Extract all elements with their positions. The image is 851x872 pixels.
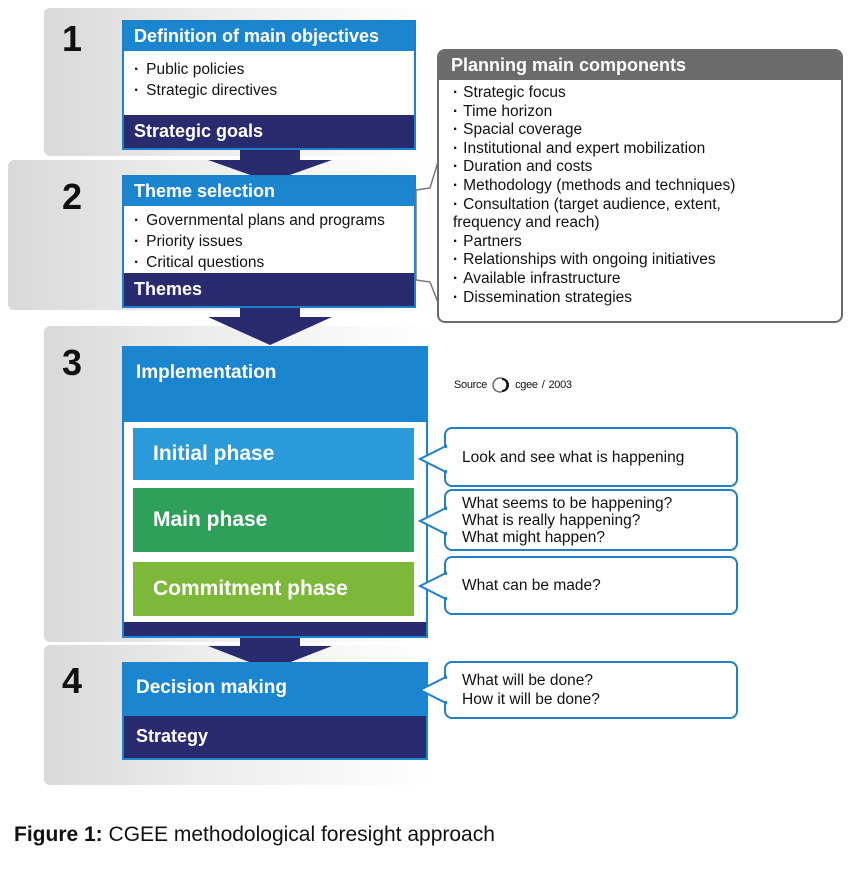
callout-line: What can be made?: [462, 577, 601, 594]
stage-3-number: 3: [62, 342, 83, 383]
component-item-continuation: frequency and reach): [453, 214, 600, 232]
bullet-item: Strategic directives: [134, 80, 404, 101]
component-item: Duration and costs: [453, 158, 829, 177]
theme-bullets: Governmental plans and programs Priority…: [124, 206, 414, 275]
callout-pointer-icon: [418, 675, 448, 705]
objectives-header: Definition of main objectives: [124, 22, 414, 51]
component-item: Relationships with ongoing initiatives: [453, 251, 829, 270]
planning-components-panel: Planning main components Strategic focus…: [437, 49, 843, 323]
source-year: 2003: [548, 379, 572, 391]
callout-line: What might happen?: [462, 528, 606, 546]
themes-footer: Themes: [124, 273, 414, 306]
planning-components-list: Strategic focus Time horizon Spacial cov…: [439, 80, 841, 307]
source-separator-icon: /: [541, 379, 545, 391]
callout-initial: Look and see what is happening: [444, 427, 738, 487]
component-item: Available infrastructure: [453, 270, 829, 289]
source-note: Source cgee / 2003: [454, 376, 572, 394]
callout-line: What seems to be happening?: [462, 494, 673, 512]
strategy-footer: Strategy: [136, 726, 209, 746]
figure-caption-text: CGEE methodological foresight approach: [108, 823, 495, 846]
callout-pointer-icon: [418, 444, 448, 474]
stage-4-number: 4: [62, 660, 83, 701]
figure-caption: Figure 1: CGEE methodological foresight …: [14, 823, 495, 847]
callout-line: What will be done?: [462, 672, 593, 689]
bullet-item: Governmental plans and programs: [134, 210, 404, 231]
source-org: cgee: [515, 379, 538, 391]
implementation-header: Implementation: [124, 348, 426, 422]
down-arrow-1-2: [208, 150, 332, 182]
callout-commitment: What can be made?: [444, 556, 738, 615]
callout-line: Look and see what is happening: [462, 448, 685, 466]
cgee-logo-icon: [492, 377, 510, 393]
bullet-item: Public policies: [134, 59, 404, 80]
bullet-item: Priority issues: [134, 231, 404, 252]
decision-making-header: Decision making: [124, 664, 426, 716]
stage-1-number: 1: [62, 18, 83, 59]
commitment-phase: Commitment phase: [133, 562, 414, 616]
callout-pointer-icon: [418, 571, 448, 601]
component-item: Spacial coverage: [453, 121, 829, 140]
strategic-goals-footer: Strategic goals: [124, 115, 414, 148]
component-item: Time horizon: [453, 103, 829, 122]
source-label: Source: [454, 379, 488, 391]
objectives-bullets: Public policies Strategic directives: [124, 51, 414, 103]
bullet-item: Critical questions: [134, 252, 404, 273]
initial-phase: Initial phase: [133, 428, 414, 480]
down-arrow-2-3: [208, 305, 332, 345]
planning-components-title: Planning main components: [439, 51, 841, 80]
theme-selection-header: Theme selection: [124, 177, 414, 206]
component-item: Partners: [453, 233, 829, 252]
component-item: Methodology (methods and techniques): [453, 177, 829, 196]
component-item: Consultation (target audience, extent,: [453, 196, 829, 215]
planning-connector: [415, 141, 445, 319]
theme-selection-box: Theme selection Governmental plans and p…: [122, 175, 416, 308]
component-item: Dissemination strategies: [453, 289, 829, 308]
callout-main: What seems to be happening? What is real…: [444, 489, 738, 551]
callout-decision: What will be done? How it will be done?: [444, 661, 738, 719]
main-phase: Main phase: [133, 488, 414, 552]
callout-line: What is really happening?: [462, 511, 641, 529]
callout-line: How it will be done?: [462, 691, 600, 708]
down-arrow-3-4: [208, 636, 332, 670]
stage-2-number: 2: [62, 176, 83, 217]
figure-caption-label: Figure 1:: [14, 823, 103, 846]
component-item: Institutional and expert mobilization: [453, 140, 829, 159]
callout-pointer-icon: [418, 506, 448, 536]
component-item: Strategic focus: [453, 84, 829, 103]
decision-box: Decision making Strategy: [122, 662, 428, 760]
objectives-box: Definition of main objectives Public pol…: [122, 20, 416, 150]
